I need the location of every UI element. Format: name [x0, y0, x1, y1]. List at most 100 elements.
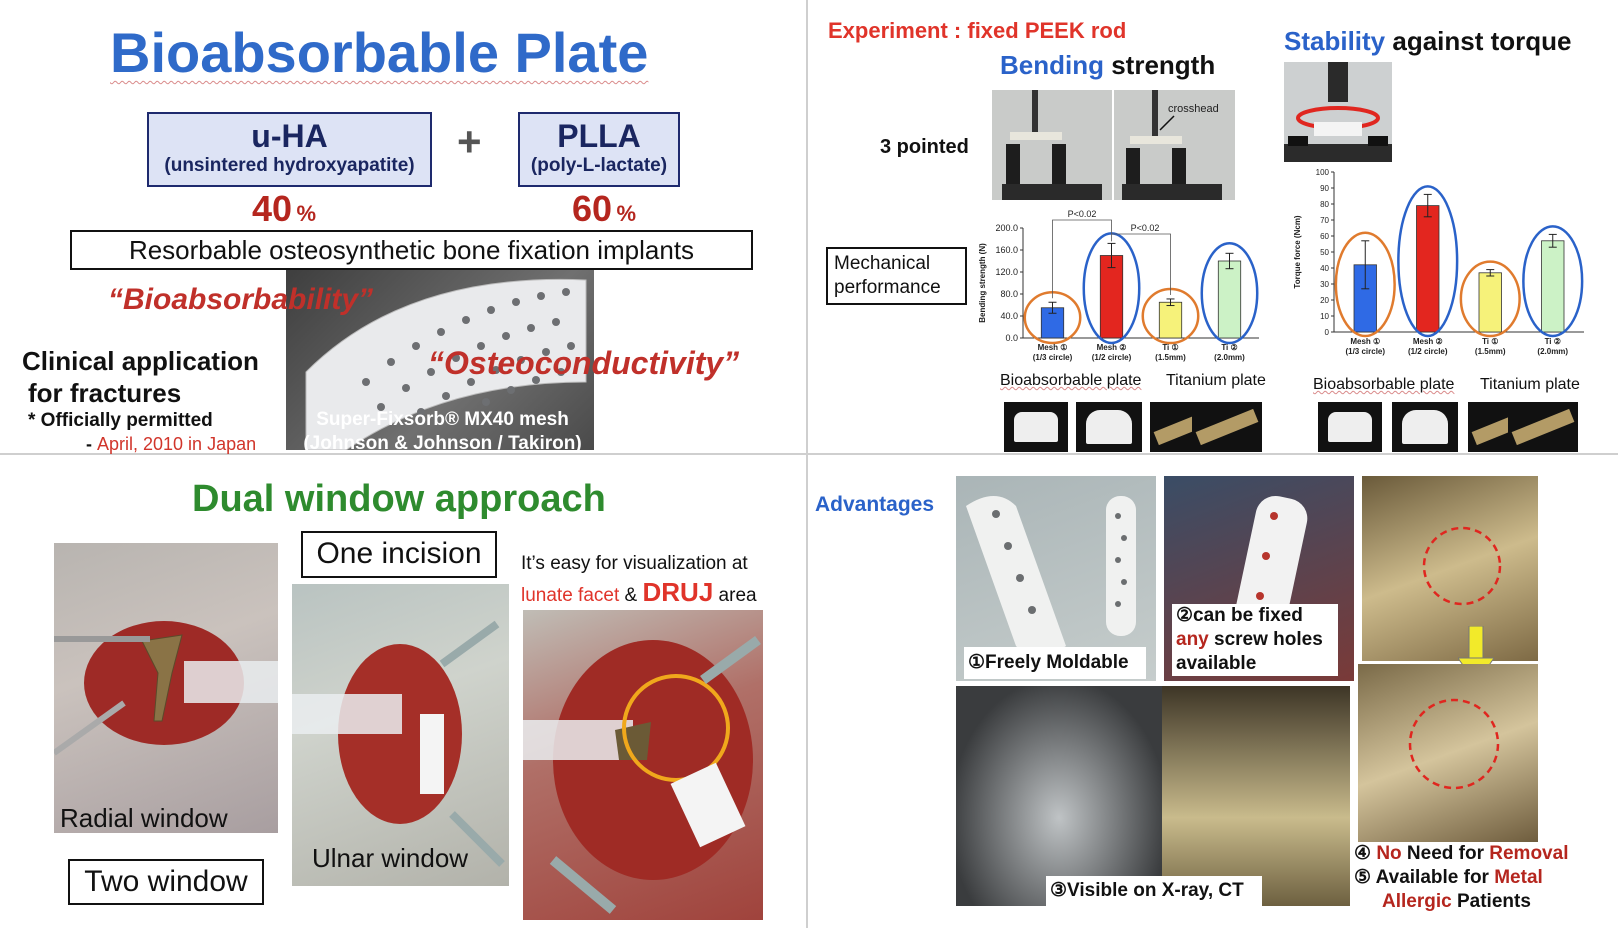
y-tick-label: 10	[1320, 312, 1329, 321]
ct-bottom-photo	[1358, 664, 1538, 844]
adv2-rest: screw holes	[1208, 629, 1323, 650]
category-label: Ti ②	[1545, 337, 1561, 346]
category-label: (2.0mm)	[1537, 347, 1568, 356]
adv2-line-2: any screw holes	[1176, 628, 1338, 652]
bending-test-graphic: crosshead	[992, 90, 1235, 200]
two-window-box: Two window	[68, 859, 264, 905]
bar	[1416, 205, 1440, 333]
visualization-line-2: lunate facet & DRUJ area	[521, 578, 757, 610]
y-axis-label: Torque force (Ncm)	[1293, 215, 1302, 289]
strength-word: strength	[1104, 50, 1216, 80]
permit-date: - April, 2010 in Japan	[86, 434, 256, 455]
amp-sign: &	[619, 585, 643, 606]
category-label: Mesh ②	[1097, 343, 1127, 352]
plla-sub: (poly-L-lactate)	[530, 155, 668, 176]
product-name: Super-Fixsorb® MX40 mesh (Johnson & John…	[290, 408, 595, 456]
bar	[1158, 301, 1183, 339]
category-label: Ti ②	[1221, 343, 1237, 352]
category-label: (1/3 circle)	[1033, 353, 1073, 362]
category-label: Mesh ②	[1413, 337, 1443, 346]
adv4-mid: Need for	[1401, 843, 1490, 864]
area-word: area	[713, 585, 757, 606]
bar	[1217, 260, 1242, 339]
highlight-ellipse	[1522, 225, 1584, 338]
y-tick-label: 50	[1320, 248, 1329, 257]
y-tick-label: 40	[1320, 264, 1329, 273]
y-tick-label: 60	[1320, 232, 1329, 241]
mech-line-1: Mechanical	[834, 253, 931, 274]
bioabsorbable-label-b: Bioabsorbable plate	[1313, 376, 1455, 393]
category-label: (1/2 circle)	[1092, 353, 1132, 362]
bending-test-photo: crosshead	[992, 90, 1235, 200]
ct-bottom-graphic	[1408, 698, 1500, 790]
plla-percent-sign: %	[616, 201, 637, 226]
highlight-ellipse	[1397, 185, 1459, 338]
clinical-application: Clinical application for fractures	[22, 345, 259, 409]
crosshead-label: crosshead	[1168, 103, 1219, 115]
advantages-heading: Advantages	[815, 493, 935, 516]
torque-test-photo	[1284, 62, 1392, 162]
dual-window-title: Dual window approach	[192, 478, 606, 520]
ct-top-photo	[1362, 476, 1538, 661]
implant-banner: Resorbable osteosynthetic bone fixation …	[70, 230, 753, 270]
ct-highlight-bottom	[1408, 698, 1500, 790]
y-tick-label: 100	[1316, 168, 1330, 177]
adv5-metal: Metal	[1494, 867, 1543, 888]
category-label: Ti ①	[1162, 343, 1178, 352]
adv5-num: ⑤ Available for	[1354, 867, 1495, 888]
experiment-title: Experiment : fixed PEEK rod	[828, 18, 1127, 43]
adv5-allergic: Allergic	[1382, 891, 1452, 912]
uha-box: u-HA (unsintered hydroxyapatite)	[147, 112, 432, 187]
mesh-plate-graphic	[305, 278, 587, 450]
bending-strength-title: Bending strength	[1000, 50, 1215, 81]
advantage-2-label: ②can be fixed any screw holes available	[1172, 604, 1338, 676]
product-line-1: Super-Fixsorb® MX40 mesh	[316, 409, 569, 430]
mech-line-2: performance	[834, 277, 941, 298]
against-torque-word: against torque	[1385, 26, 1572, 56]
xray-photo	[956, 686, 1162, 906]
category-label: (2.0mm)	[1214, 353, 1245, 362]
ulnar-window-photo	[292, 584, 509, 886]
bar	[1541, 240, 1565, 333]
uha-percent: 40 %	[252, 188, 316, 230]
highlight-ellipse	[1459, 260, 1521, 338]
ulnar-window-label: Ulnar window	[312, 843, 469, 873]
visualization-text: It’s easy for visualization at lunate fa…	[521, 550, 757, 610]
adv4-line: ④ No Need for Removal	[1354, 842, 1594, 866]
bio-plate-thumb-4	[1392, 402, 1458, 452]
permit-date-text: April, 2010 in Japan	[97, 434, 257, 454]
highlight-ellipse	[1334, 231, 1396, 338]
y-tick-label: 30	[1320, 280, 1329, 289]
p-bracket	[1052, 219, 1112, 299]
officially-permitted: * Officially permitted	[28, 410, 213, 431]
horizontal-divider	[0, 453, 1618, 455]
category-label: Mesh ①	[1038, 343, 1068, 352]
y-tick-label: 90	[1320, 184, 1329, 193]
adv2-line-3: available	[1176, 653, 1257, 674]
ulnar-window-graphic	[292, 620, 505, 867]
bio-plate-thumb-1	[1004, 402, 1068, 452]
y-tick-label: 120.0	[995, 267, 1018, 277]
category-label: (1/3 circle)	[1345, 347, 1385, 356]
category-label: (1.5mm)	[1155, 353, 1186, 362]
lunate-facet: lunate facet	[521, 585, 620, 606]
plla-box: PLLA (poly-L-lactate)	[518, 112, 680, 187]
uha-sub: (unsintered hydroxyapatite)	[164, 155, 415, 176]
bio-plate-thumb-3	[1318, 402, 1382, 452]
y-tick-label: 160.0	[995, 245, 1018, 255]
bio-plate-thumb-2	[1076, 402, 1142, 452]
uha-percent-value: 40	[252, 188, 293, 229]
p-value-label: P<0.02	[1131, 223, 1160, 233]
y-tick-label: 80	[1320, 200, 1329, 209]
y-tick-label: 40.0	[1000, 311, 1018, 321]
adv5-line: ⑤ Available for Metal	[1354, 866, 1594, 890]
clinical-line-2: for fractures	[28, 378, 182, 408]
mesh-plate-image	[286, 262, 594, 450]
osteoconductivity-label: “Osteoconductivity”	[428, 345, 740, 381]
radial-window-graphic	[54, 621, 278, 756]
y-tick-label: 200.0	[995, 223, 1018, 233]
radial-window-photo	[54, 543, 278, 833]
druj-graphic	[523, 635, 761, 914]
ti-plate-thumb-2	[1192, 402, 1262, 452]
